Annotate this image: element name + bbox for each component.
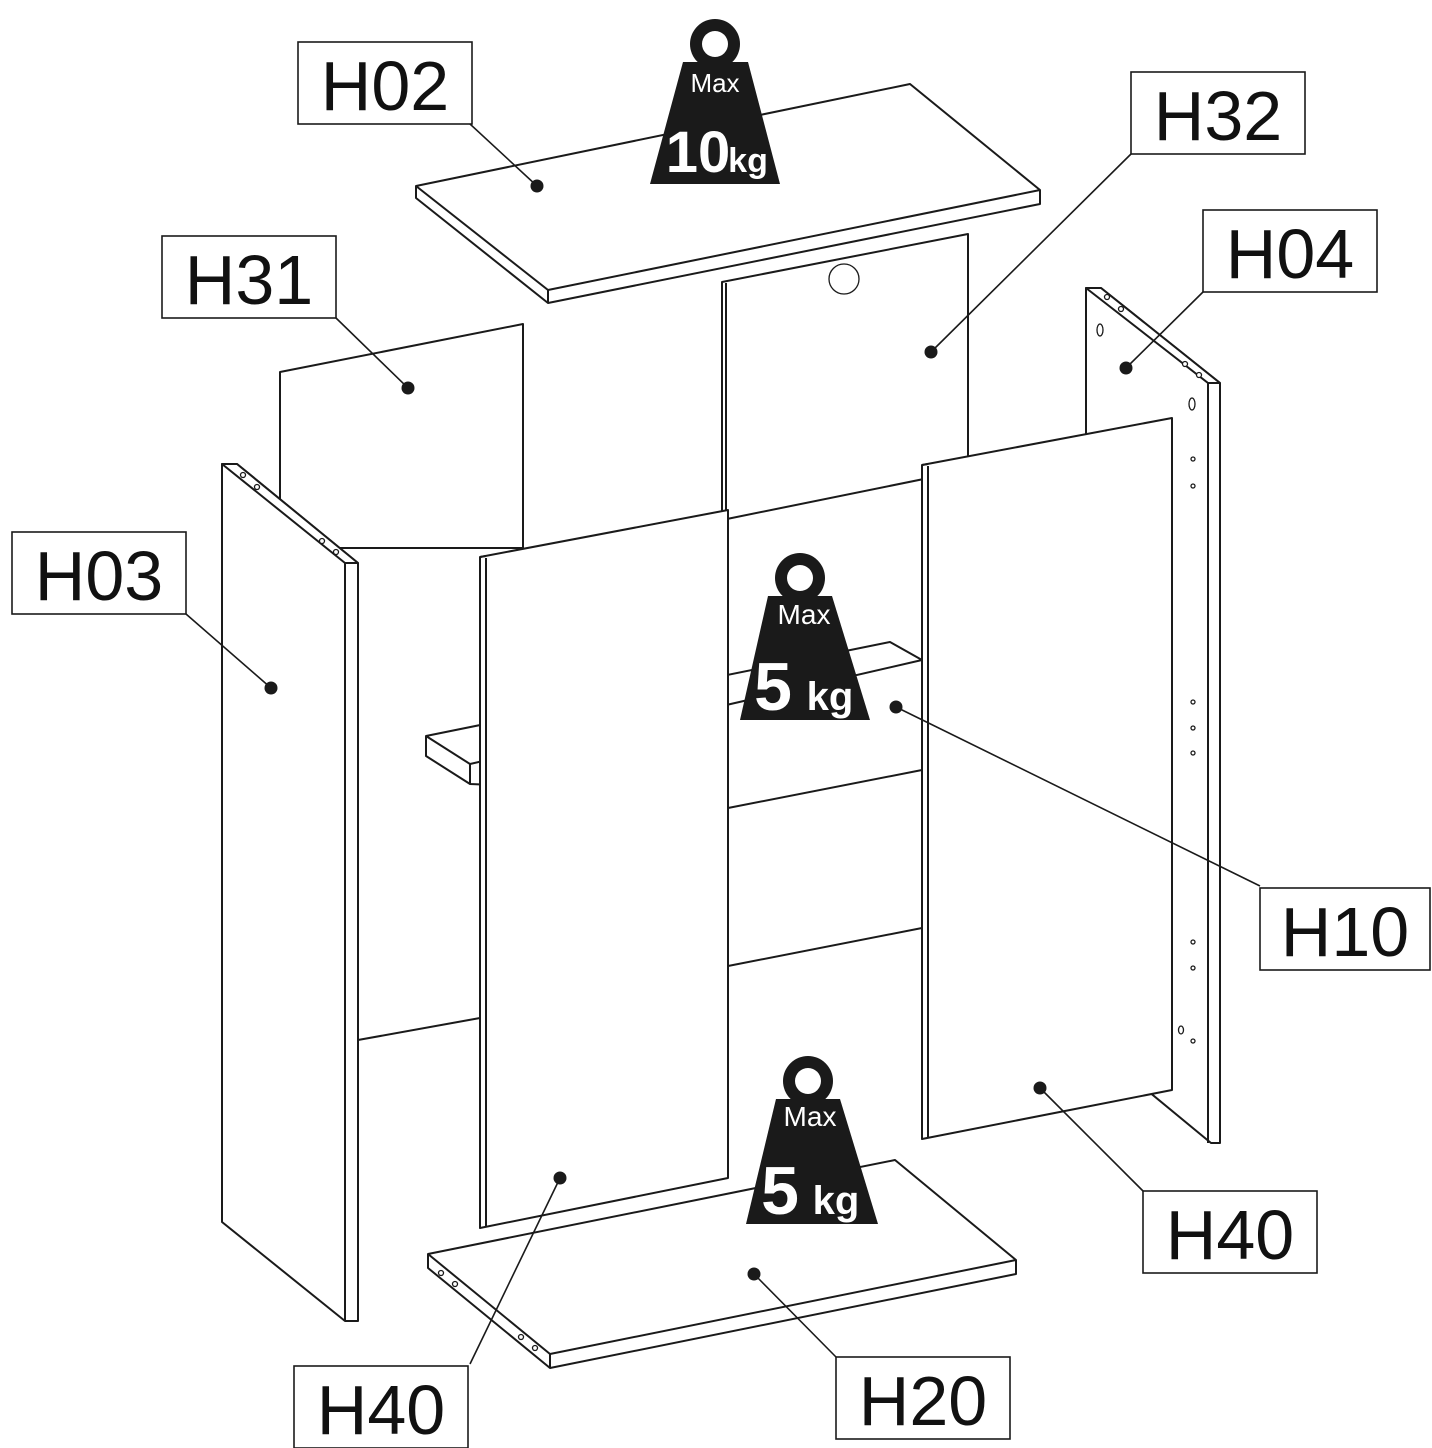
part-label: H40	[1166, 1196, 1294, 1274]
weight-max-text: Max	[690, 68, 739, 98]
label-middle-shelf: H10	[1259, 887, 1431, 971]
top-shelf	[415, 83, 1041, 304]
part-label: H20	[859, 1362, 987, 1440]
side-panel-left	[221, 463, 359, 1322]
label-top-shelf: H02	[297, 41, 473, 125]
weight-value: 10	[666, 120, 731, 185]
part-label: H03	[35, 537, 163, 615]
weight-unit: kg	[813, 1179, 860, 1223]
weight-icon-bottom: Max 5 kg	[746, 1056, 878, 1229]
part-label: H04	[1226, 215, 1354, 293]
part-label: H10	[1281, 893, 1409, 971]
weight-unit: kg	[807, 675, 854, 719]
part-label: H32	[1154, 77, 1282, 155]
label-back-right: H32	[1130, 71, 1306, 155]
door-right	[921, 417, 1173, 1140]
label-side-right: H04	[1202, 209, 1378, 293]
weight-icon-middle: Max 5 kg	[740, 553, 870, 725]
label-back-left: H31	[161, 235, 337, 319]
label-side-left: H03	[11, 531, 187, 615]
label-door-left: H40	[293, 1365, 469, 1448]
leader-dots	[264, 179, 1133, 1281]
leader-lines	[185, 123, 1261, 1365]
back-panel-left	[279, 323, 524, 549]
part-label: H02	[321, 47, 449, 125]
weight-max-text: Max	[778, 599, 831, 630]
part-label: H31	[185, 241, 313, 319]
door-left	[479, 509, 729, 1229]
weight-unit: kg	[728, 142, 768, 180]
weight-max-text: Max	[784, 1101, 837, 1132]
label-door-right: H40	[1142, 1190, 1318, 1274]
part-label: H40	[317, 1371, 445, 1448]
weight-value: 5	[761, 1153, 799, 1229]
label-bottom-shelf: H20	[835, 1356, 1011, 1440]
weight-icon-top: Max 10 kg	[650, 19, 780, 185]
weight-value: 5	[754, 649, 792, 725]
